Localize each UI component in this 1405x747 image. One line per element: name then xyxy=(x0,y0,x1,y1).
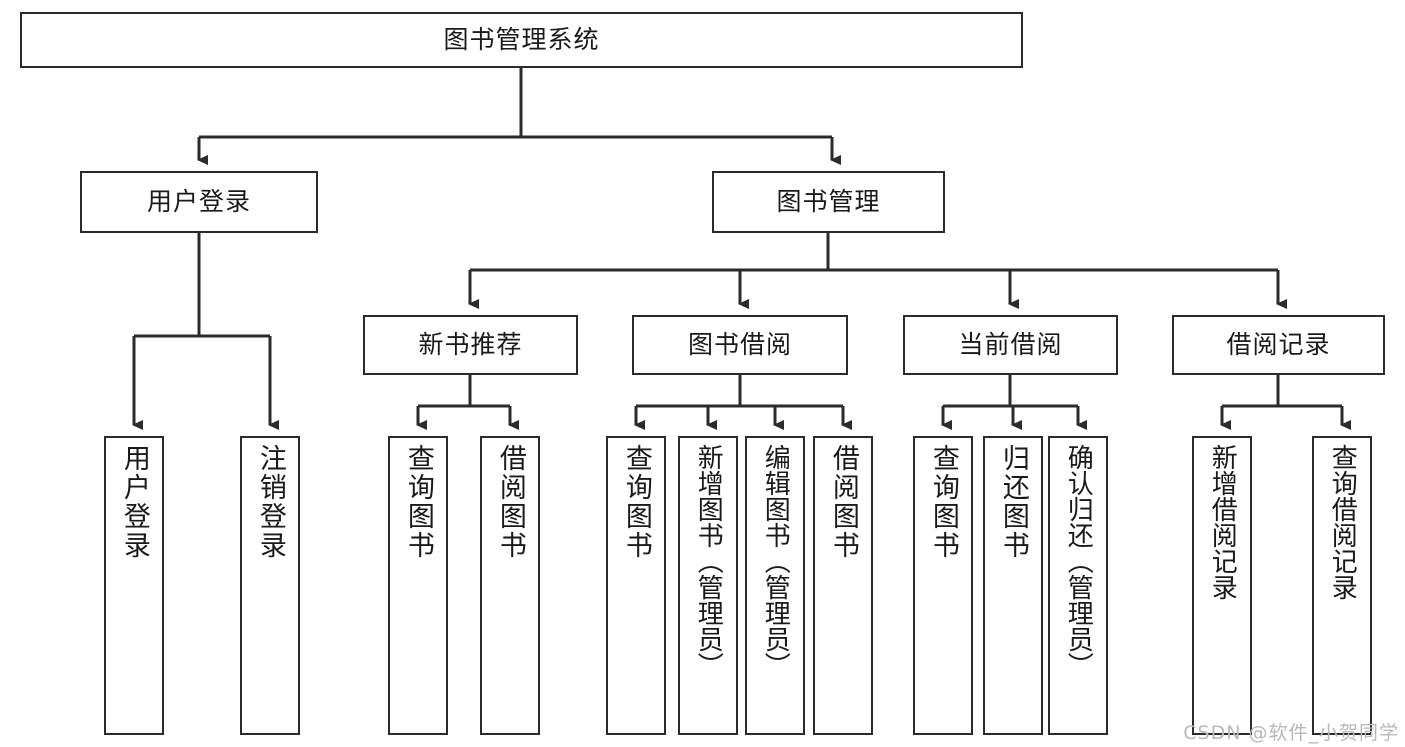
node-label: 新增借阅记录 xyxy=(1207,444,1238,600)
node-leaf-query-book-c[interactable]: 查询图书 xyxy=(913,436,973,735)
node-label: 图书管理 xyxy=(776,187,881,216)
node-label: 新书推荐 xyxy=(418,330,523,359)
node-current-borrow[interactable]: 当前借阅 xyxy=(903,315,1118,375)
node-book-borrow[interactable]: 图书借阅 xyxy=(632,315,848,375)
node-root-system[interactable]: 图书管理系统 xyxy=(20,12,1023,68)
node-label: 借阅记录 xyxy=(1226,330,1331,359)
node-label: 借阅图书 xyxy=(827,444,859,560)
node-label: 归还图书 xyxy=(997,444,1029,560)
node-label: 查询图书 xyxy=(620,444,652,560)
node-leaf-add-book[interactable]: 新增图书（管理员） xyxy=(678,436,738,735)
node-leaf-edit-book[interactable]: 编辑图书（管理员） xyxy=(745,436,805,735)
node-leaf-confirm-return[interactable]: 确认归还（管理员） xyxy=(1048,436,1108,735)
node-borrow-record[interactable]: 借阅记录 xyxy=(1172,315,1385,375)
node-leaf-add-borrow-record[interactable]: 新增借阅记录 xyxy=(1192,436,1252,735)
node-new-book-recommend[interactable]: 新书推荐 xyxy=(363,315,578,375)
node-label: 查询借阅记录 xyxy=(1327,444,1358,600)
node-leaf-user-login[interactable]: 用户登录 xyxy=(104,436,164,735)
node-leaf-logout-login[interactable]: 注销登录 xyxy=(240,436,300,735)
node-book-manage[interactable]: 图书管理 xyxy=(712,171,945,233)
node-label: 图书管理系统 xyxy=(443,25,600,54)
node-leaf-query-book-a[interactable]: 查询图书 xyxy=(388,436,448,735)
node-label: 图书借阅 xyxy=(687,330,792,359)
node-leaf-borrow-book-b[interactable]: 借阅图书 xyxy=(813,436,873,735)
node-label: 确认归还（管理员） xyxy=(1063,444,1094,678)
node-label: 查询图书 xyxy=(927,444,959,560)
node-label: 查询图书 xyxy=(402,444,434,560)
node-label: 借阅图书 xyxy=(494,444,526,560)
node-user-login[interactable]: 用户登录 xyxy=(80,171,318,233)
node-label: 用户登录 xyxy=(118,444,150,560)
node-label: 新增图书（管理员） xyxy=(693,444,724,678)
csdn-watermark: CSDN @软件_小贺同学 xyxy=(1183,722,1399,744)
node-label: 编辑图书（管理员） xyxy=(760,444,791,678)
node-label: 注销登录 xyxy=(254,444,286,560)
node-label: 用户登录 xyxy=(146,187,251,216)
node-leaf-borrow-book-a[interactable]: 借阅图书 xyxy=(480,436,540,735)
node-leaf-query-borrow-record[interactable]: 查询借阅记录 xyxy=(1312,436,1372,735)
node-leaf-return-book[interactable]: 归还图书 xyxy=(983,436,1043,735)
node-label: 当前借阅 xyxy=(958,330,1063,359)
node-leaf-query-book-b[interactable]: 查询图书 xyxy=(606,436,666,735)
